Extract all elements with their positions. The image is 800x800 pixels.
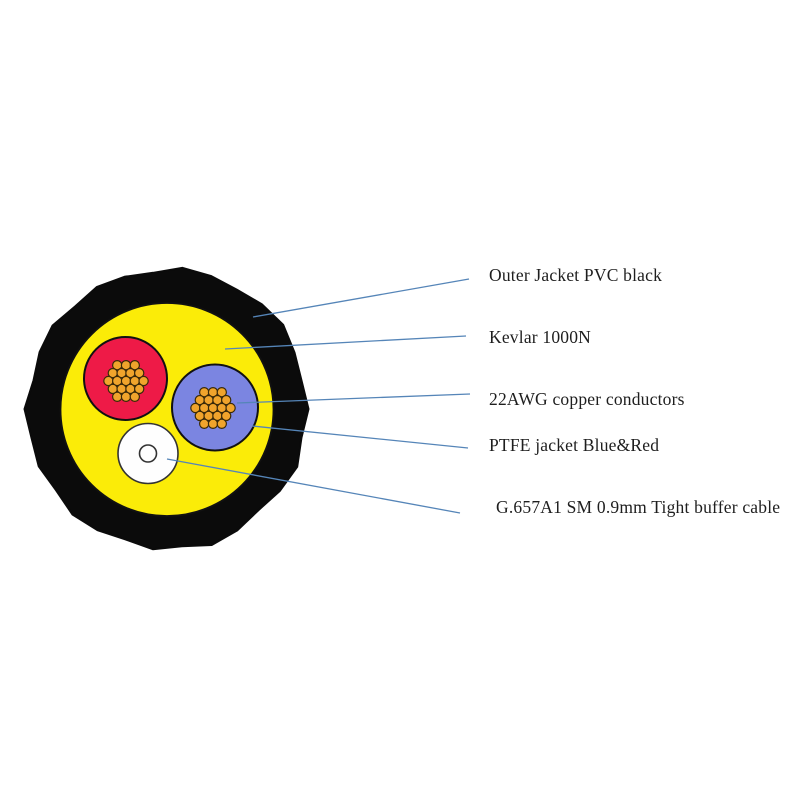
leader-line-kevlar (224, 335, 467, 350)
copper-strand (225, 402, 236, 414)
leader-line-fiber (166, 458, 461, 514)
label-copper-conductors: 22AWG copper conductors (489, 389, 685, 409)
fiber-core (138, 444, 158, 463)
copper-strands-red (103, 360, 149, 402)
leader-line-ptfe (251, 425, 469, 449)
copper-strands-blue (190, 387, 236, 429)
copper-strand (133, 383, 145, 395)
copper-strand (198, 418, 210, 429)
label-kevlar: Kevlar 1000N (489, 327, 592, 347)
copper-strand (111, 391, 123, 402)
copper-strand (138, 375, 149, 387)
label-outer-jacket-pvc: Outer Jacket PVC black (489, 265, 663, 285)
copper-strand (129, 391, 140, 402)
leader-line-outer-jacket (252, 278, 470, 318)
copper-strand (120, 391, 132, 402)
copper-strand (216, 418, 227, 429)
leader-line-copper (236, 393, 471, 404)
copper-strand (216, 387, 227, 398)
copper-strand (220, 410, 232, 422)
label-fiber-cable: G.657A1 SM 0.9mm Tight buffer cable (496, 497, 781, 517)
copper-strand (129, 360, 140, 371)
label-ptfe-jacket: PTFE jacket Blue&Red (489, 435, 660, 455)
copper-strand (220, 394, 232, 406)
copper-strand (133, 367, 145, 379)
copper-strand (207, 418, 219, 429)
